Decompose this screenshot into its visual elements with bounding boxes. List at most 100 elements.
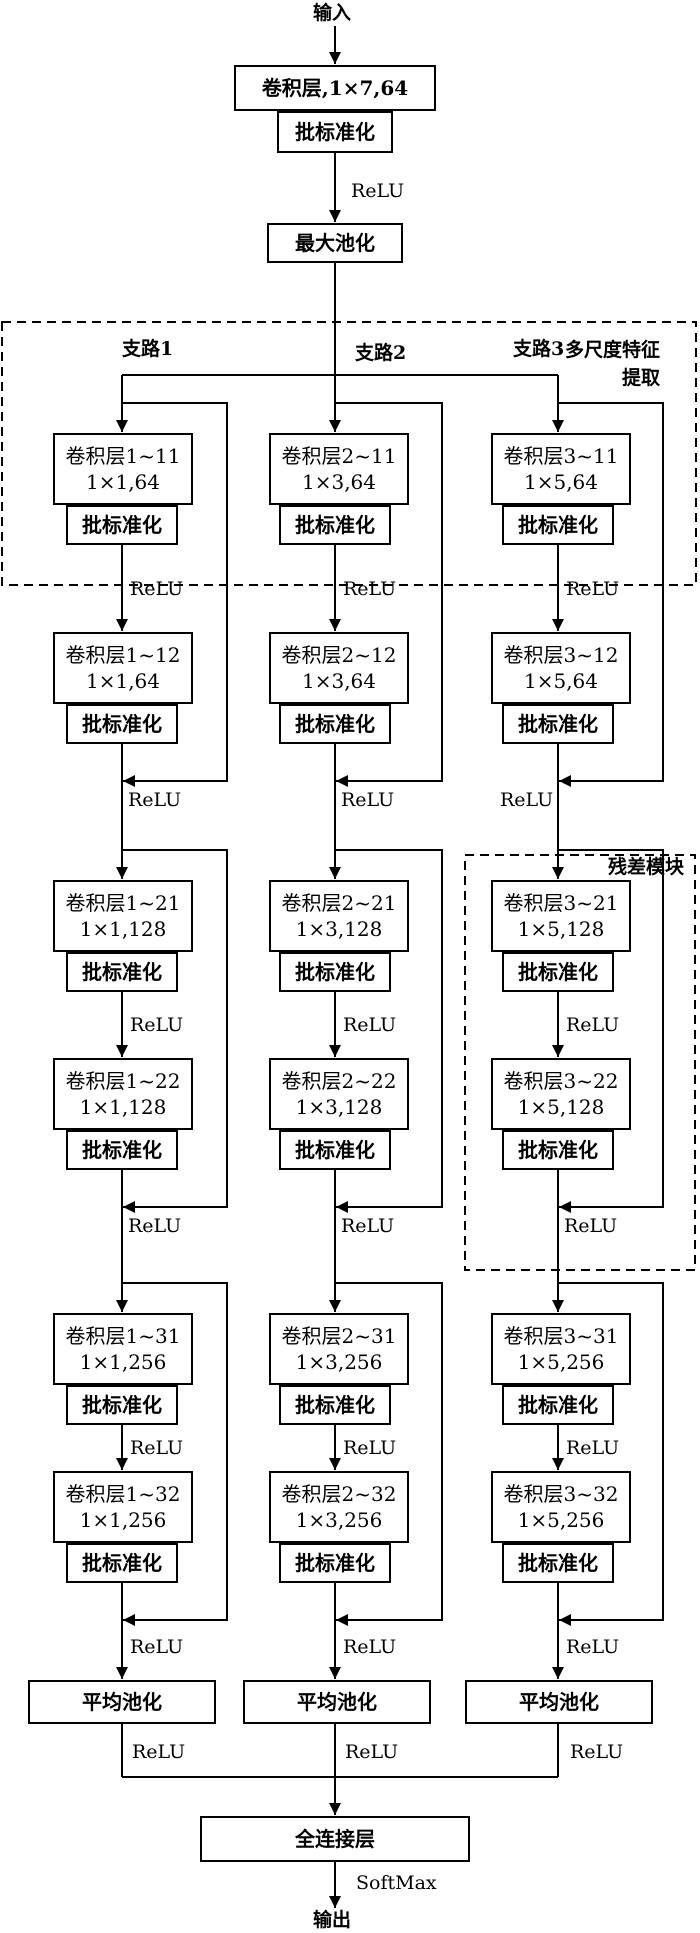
branch-3-conv-4-text: 1×5,128 (517, 1095, 605, 1119)
branch-1-arrow-pool (116, 1667, 128, 1679)
stem-relu-label: ReLU (351, 180, 405, 202)
branch-3-relu-mid-1: ReLU (566, 577, 620, 600)
branch-3-skip-arrow-1 (559, 775, 571, 787)
branch-1-arrow-in (116, 420, 128, 432)
stem-bn-box: 批标准化 (277, 111, 393, 153)
multiscale-label: 多尺度特征 提取 (565, 339, 661, 389)
branch-3-conv-3-text: 卷积层3~21 (503, 891, 619, 915)
branch-1-conv-2-text: 卷积层1~12 (65, 643, 181, 667)
branch-1-arrow-mid-1 (116, 619, 128, 631)
branch-3-skip-2 (558, 849, 664, 1208)
branch-1-skip-arrow-2 (123, 1201, 135, 1213)
softmax-label: SoftMax (356, 1872, 437, 1894)
branch-3-conv-1-text: 1×5,64 (523, 470, 598, 494)
stem-bn-box-text: 批标准化 (295, 120, 375, 144)
branch-1-pool-box-text: 平均池化 (82, 1690, 162, 1714)
branch-1-bn-3-text: 批标准化 (82, 960, 162, 984)
branch-1-title: 支路1 (122, 338, 174, 360)
branch-2-conv-2-text: 卷积层2~12 (281, 643, 397, 667)
branch-3-conv-4-text: 卷积层3~22 (503, 1069, 619, 1093)
residual-label: 残差模块 (608, 856, 685, 878)
branch-1-bn-4-text: 批标准化 (82, 1138, 162, 1162)
branch-2-bn-3-text: 批标准化 (295, 960, 375, 984)
branch-3-relu-pool: ReLU (566, 1636, 620, 1658)
branch-1-relu-mid-1: ReLU (130, 577, 184, 600)
branch-1-skip-2 (122, 849, 228, 1208)
branch-2-arrow-stage-1 (329, 867, 341, 879)
branch-3-skip-arrow-3 (559, 1614, 571, 1626)
branch-3-conv-6-text: 1×5,256 (517, 1508, 605, 1532)
branch-1-conv-6-text: 1×1,256 (79, 1508, 167, 1532)
branch-2-conv-4-text: 卷积层2~22 (281, 1069, 397, 1093)
branch-2-bn-6-text: 批标准化 (295, 1551, 375, 1575)
branch-1-bn-6-text: 批标准化 (82, 1551, 162, 1575)
branch-3-arrow-stage-2 (552, 1300, 564, 1312)
branch-2-relu-mid-3: ReLU (343, 1437, 397, 1459)
branch-2-arrow-mid-2 (329, 1045, 341, 1057)
branch-2-skip-arrow-3 (336, 1614, 348, 1626)
branch-1-conv-3-text: 1×1,128 (79, 917, 167, 941)
branch-3-arrow-mid-1 (552, 619, 564, 631)
branch-2-bn-6: 批标准化 (279, 1543, 391, 1583)
branch-3-bn-2-text: 批标准化 (518, 712, 598, 736)
branch-3-bn-6: 批标准化 (502, 1543, 614, 1583)
branch-3-title: 支路3 (513, 338, 565, 360)
branch-3-bn-1: 批标准化 (502, 505, 614, 545)
branch-3-relu-mid-2: ReLU (566, 1014, 620, 1036)
branch-3-bn-4: 批标准化 (502, 1130, 614, 1170)
branch-2-conv-3-text: 1×3,128 (295, 917, 383, 941)
branch-2-bn-2-text: 批标准化 (295, 712, 375, 736)
branch-1-conv-1-text: 1×1,64 (85, 470, 160, 494)
branch-2-conv-2-text: 1×3,64 (301, 669, 376, 693)
branch-1-bn-6: 批标准化 (66, 1543, 178, 1583)
branch-3-arrow-pool (552, 1667, 564, 1679)
fc-box-text: 全连接层 (295, 1827, 375, 1851)
branch-2-arrow-mid-3 (329, 1458, 341, 1470)
branch-2-relu-mid-2: ReLU (343, 1014, 397, 1036)
branch-2-conv-3-text: 卷积层2~21 (281, 891, 397, 915)
branch-1-relu-stage-1: ReLU (128, 789, 182, 811)
branch-3-conv-6-text: 卷积层3~32 (503, 1482, 619, 1506)
branch-3-skip-3 (558, 1282, 664, 1621)
branch-2-bn-4-text: 批标准化 (295, 1138, 375, 1162)
branch-2-conv-6-text: 卷积层2~32 (281, 1482, 397, 1506)
branch-2-conv-1-text: 1×3,64 (301, 470, 376, 494)
branch-3-conv-5-text: 卷积层3~31 (503, 1324, 619, 1348)
stem-pool-box: 最大池化 (267, 223, 403, 263)
stem-conv-box-text: 卷积层,1×7,64 (261, 76, 409, 100)
branch-3-bn-5-text: 批标准化 (518, 1393, 598, 1417)
branch-2-arrow-in (329, 420, 341, 432)
branch-3-conv-5-text: 1×5,256 (517, 1350, 605, 1374)
branch-1-skip-1 (122, 402, 228, 782)
branch-1-conv-2-text: 1×1,64 (85, 669, 160, 693)
branch-3-arrow-stage-1 (552, 867, 564, 879)
branch-1-conv-4-text: 1×1,128 (79, 1095, 167, 1119)
branch-1-conv-1-text: 卷积层1~11 (65, 444, 181, 468)
branch-2-arrow-stage-2 (329, 1300, 341, 1312)
branch-2-skip-2 (335, 849, 443, 1208)
branch-2-relu-fc: ReLU (345, 1741, 399, 1763)
branch-1-conv-5-text: 1×1,256 (79, 1350, 167, 1374)
branch-3-relu-fc: ReLU (570, 1741, 624, 1763)
branch-2-skip-1 (335, 402, 443, 782)
branch-1-bn-2-text: 批标准化 (82, 712, 162, 736)
branch-3-conv-1-text: 卷积层3~11 (503, 444, 619, 468)
arrow-out (329, 1896, 341, 1908)
branch-1-arrow-mid-3 (116, 1458, 128, 1470)
branch-3-relu-mid-3: ReLU (566, 1437, 620, 1459)
arrow-input (329, 52, 341, 64)
branch-2-bn-1-text: 批标准化 (295, 513, 375, 537)
branch-1-arrow-stage-2 (116, 1300, 128, 1312)
